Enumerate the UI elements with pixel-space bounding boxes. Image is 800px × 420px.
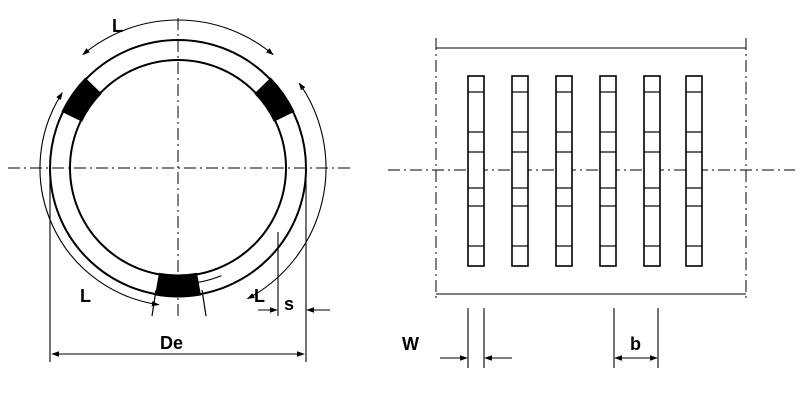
plate-strip [467, 75, 485, 267]
strip-view: W b [388, 38, 795, 368]
pad-upper-left [61, 77, 102, 122]
extension-line [201, 289, 207, 317]
arc-length-right [246, 82, 327, 300]
label-arc-bottom-right: L [254, 286, 265, 306]
label-arc-top: L [112, 16, 123, 36]
extension-line [151, 289, 157, 317]
strip-group [467, 75, 703, 267]
plate-strip [685, 75, 703, 267]
label-gap: s [284, 294, 294, 314]
plate-strip [643, 75, 661, 267]
arc-length-left [39, 92, 160, 307]
pad-bottom [155, 272, 201, 298]
pad-upper-right [254, 77, 295, 122]
plate-strip [511, 75, 529, 267]
arc-length-top [82, 19, 274, 56]
plate-strip [555, 75, 573, 267]
arc-length-inner-right [165, 275, 222, 287]
label-spacing: b [630, 334, 641, 354]
label-arc-bottom-left: L [80, 286, 91, 306]
label-diameter: De [160, 333, 183, 353]
plate-strip [599, 75, 617, 267]
ring-view: L L L s De [8, 16, 352, 362]
label-width: W [402, 334, 419, 354]
